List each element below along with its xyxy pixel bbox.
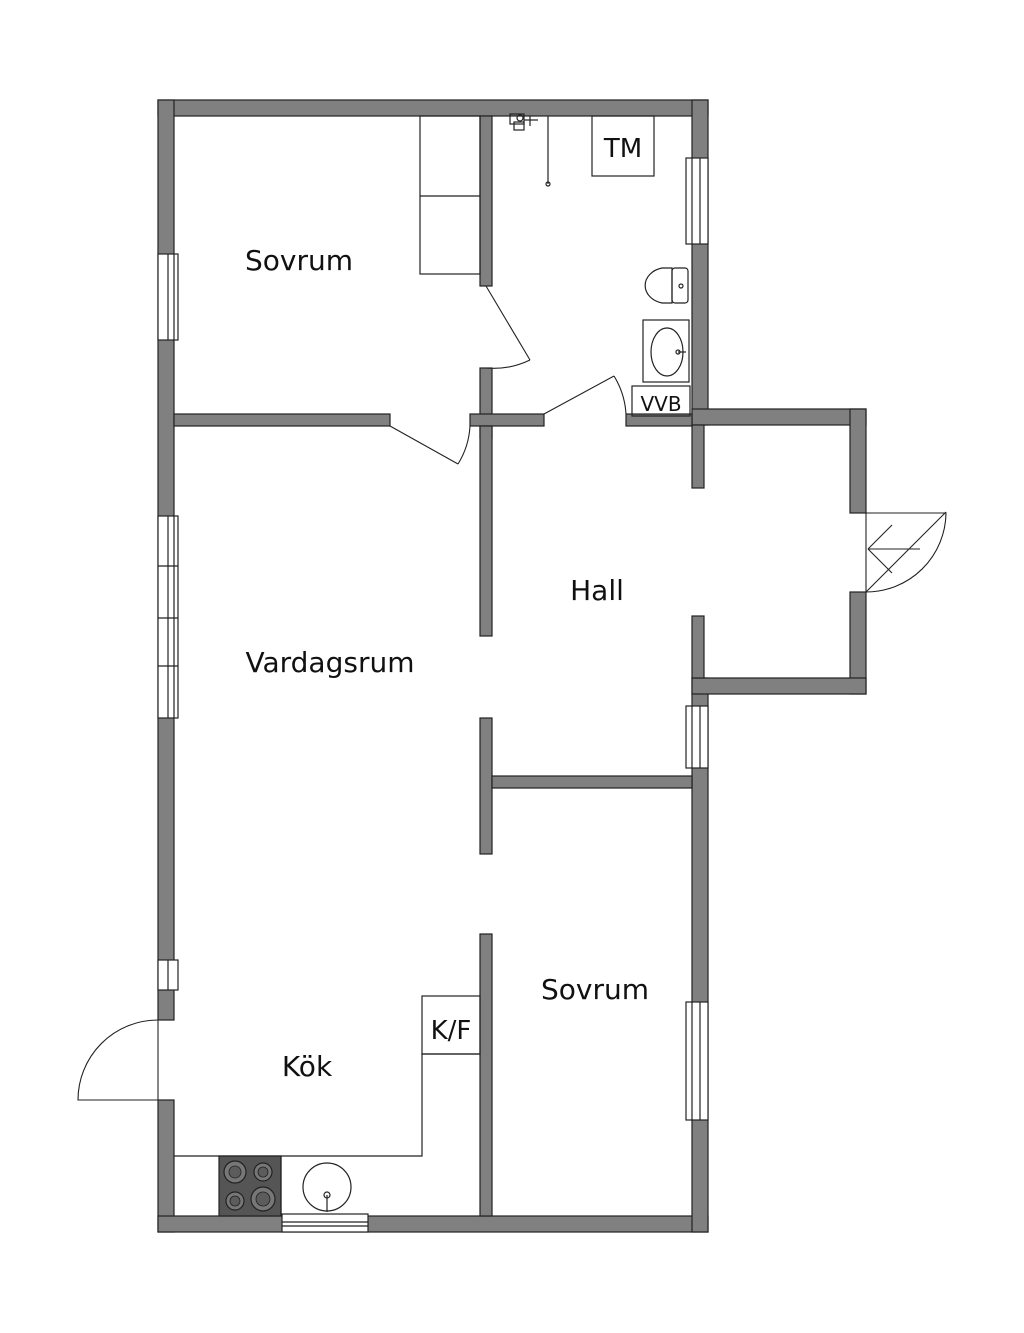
stove-icon — [218, 1155, 282, 1217]
window-icon — [281, 1213, 369, 1233]
window-icon — [685, 705, 709, 769]
tm-box — [591, 115, 655, 177]
wall-h-bath — [625, 413, 693, 427]
room-label-sovrum-top: Sovrum — [245, 244, 353, 277]
annex-wall-bottom — [691, 677, 867, 695]
door-swing-icon — [865, 511, 947, 593]
annex-wall-right-upper — [849, 408, 867, 514]
hall-stub-upper — [691, 424, 705, 489]
wall-h-center — [469, 413, 545, 427]
door-swing-icon — [77, 1019, 159, 1101]
annex-wall-top — [691, 408, 867, 426]
hall-stub-lower — [691, 615, 705, 679]
tm-label: TM — [603, 134, 642, 164]
door-swing-icon — [543, 375, 627, 415]
sink-icon — [280, 1156, 352, 1216]
toilet-icon — [644, 267, 689, 304]
room-labels: Sovrum Hall Vardagsrum Sovrum Kök — [245, 244, 649, 1083]
wardrobe — [419, 115, 481, 275]
fixtures: TM VVB K/F — [174, 113, 691, 1217]
outer-wall-top — [157, 99, 709, 117]
room-label-hall: Hall — [570, 574, 624, 607]
shower-icon — [509, 113, 551, 187]
vvb-box — [631, 385, 691, 417]
outer-wall-bottom — [157, 1215, 709, 1233]
entrance-arrow-icon — [867, 524, 920, 574]
kf-box — [421, 995, 481, 1055]
wall-v-hall-upper — [479, 425, 493, 637]
windows — [157, 157, 709, 1233]
room-label-kok: Kök — [282, 1050, 333, 1083]
vvb-label: VVB — [640, 392, 681, 416]
room-label-vardagsrum: Vardagsrum — [246, 646, 415, 679]
wall-h-hall-bedroom — [491, 775, 693, 789]
kf-label: K/F — [431, 1016, 472, 1046]
window-icon — [685, 1001, 709, 1121]
room-label-sovrum-bottom: Sovrum — [541, 973, 649, 1006]
door-swing-icon — [485, 285, 531, 369]
window-icon — [685, 157, 709, 245]
wall-bedroom-bath-upper — [479, 115, 493, 287]
doors — [77, 285, 947, 1101]
wall-h-bedroom — [173, 413, 391, 427]
wall-v-hall-lower — [479, 717, 493, 855]
outer-wall-right-upper — [691, 99, 709, 426]
washbasin-icon — [642, 319, 690, 383]
door-swing-icon — [389, 425, 471, 465]
wall-v-kitchen-bedroom — [479, 933, 493, 1217]
outer-wall-left-lower — [157, 1099, 175, 1233]
